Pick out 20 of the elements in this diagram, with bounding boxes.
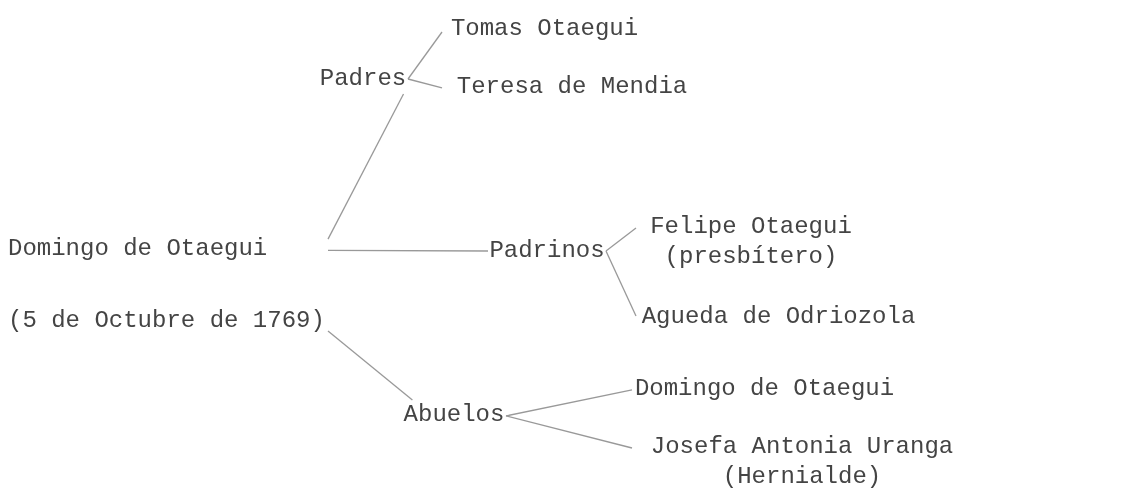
connector-line [505,389,633,417]
name-label: Tomas Otaegui [449,14,640,44]
connector-line [407,78,443,89]
connector-line [605,227,637,252]
name-label: Abuelos [402,400,506,430]
date-label: (5 de Octubre de 1769) [8,306,326,336]
connector-line [605,250,637,317]
connector-line [327,330,414,401]
name-label: Agueda de Odriozola [640,302,917,332]
connector-line [407,31,443,80]
name-label: Domingo de Otaegui [633,374,896,404]
name-label: Felipe Otaegui (presbítero) [649,212,853,272]
connector-line [327,93,405,240]
connector-line [505,415,633,449]
name-label: Teresa de Mendia [455,72,689,102]
name-label: Domingo de Otaegui [8,234,269,264]
name-label: Padres [318,64,408,94]
name-label: Padrinos [488,236,606,266]
connector-line [327,249,489,252]
name-label: Josefa Antonia Uranga (Hernialde) [649,432,955,492]
